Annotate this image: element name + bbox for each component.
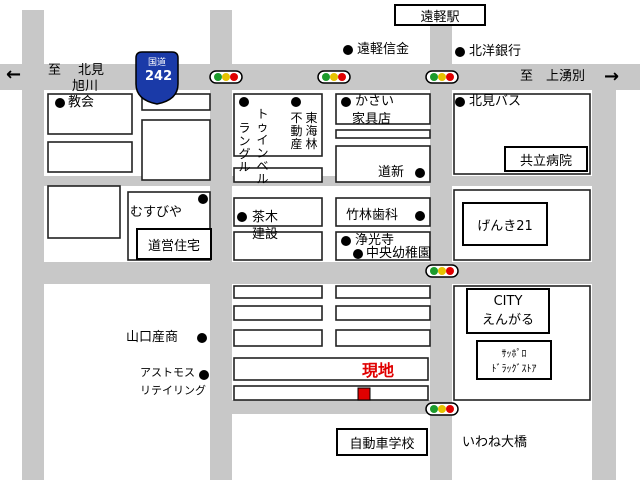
label-kyoritsu-hospital: 共立病院 [504, 146, 588, 172]
label-city-line1: CITY [493, 294, 523, 309]
route-number: 242 [145, 69, 173, 84]
block [47, 141, 133, 173]
marker-dot-icon [341, 97, 351, 107]
traffic-light-icon [317, 70, 351, 84]
direction-right-text: 上湧別 [546, 69, 586, 84]
label-chuo-kindergarten: 中央幼稚園 [366, 246, 432, 261]
block [233, 329, 323, 347]
direction-left-line2: 旭川 [72, 79, 99, 94]
marker-dot-icon [415, 211, 425, 221]
marker-dot-icon [198, 194, 208, 204]
label-twin-bell-2: ラングル [238, 121, 251, 174]
label-fudosan: 不動産 [290, 111, 303, 151]
block [335, 197, 431, 227]
label-musubiya: むすびや [130, 205, 183, 220]
block [233, 285, 323, 299]
label-sapporo-drug: ｻｯﾎﾟﾛ ﾄﾞﾗｯｸﾞｽﾄｱ [476, 340, 552, 380]
marker-dot-icon [353, 249, 363, 259]
current-site-marker [357, 387, 371, 401]
direction-left-line1: 北見 [78, 63, 105, 78]
marker-dot-icon [55, 98, 65, 108]
road-south [232, 400, 430, 414]
landmark-markers [55, 45, 465, 380]
block [335, 329, 431, 347]
arrow-left-icon: ← [6, 64, 22, 85]
road-station-avenue [430, 18, 452, 480]
block [335, 231, 431, 261]
label-current-site: 現地 [362, 361, 395, 380]
label-twin-bell: トゥインベル [256, 107, 269, 186]
label-dogakuen: 道営住宅 [136, 228, 212, 260]
label-kasai: かさい [355, 94, 395, 109]
traffic-light-icon [425, 402, 459, 416]
direction-left-prefix: 至 [48, 63, 62, 78]
label-sapporo-drug-1: ｻｯﾎﾟﾛ [501, 349, 527, 360]
block [233, 93, 323, 157]
block [233, 357, 429, 381]
marker-dot-icon [237, 212, 247, 222]
traffic-light-icon [209, 70, 243, 84]
marker-dot-icon [197, 333, 207, 343]
marker-dot-icon [455, 97, 465, 107]
road-middle [22, 262, 616, 284]
route-242-shield-icon [135, 51, 179, 105]
label-chaki-2: 建設 [252, 227, 279, 242]
marker-dot-icon [341, 236, 351, 246]
traffic-lights [209, 70, 459, 416]
label-doshin: 道新 [378, 165, 405, 180]
block [335, 145, 431, 183]
label-iwane-bridge: いわね大橋 [462, 435, 528, 450]
label-hokuyo-bank: 北洋銀行 [469, 44, 522, 59]
block [233, 385, 429, 401]
label-kasai-2: 家具店 [352, 112, 392, 127]
label-kitami-bus: 北見バス [469, 94, 522, 109]
traffic-light-icon [425, 70, 459, 84]
label-fudosan-east: 東海林 [305, 111, 318, 151]
label-city-engaru: CITY えんがる [466, 288, 550, 334]
arrow-right-icon: → [604, 66, 620, 87]
label-takebayashi: 竹林歯科 [346, 208, 399, 223]
marker-dot-icon [343, 45, 353, 55]
block [141, 119, 211, 181]
label-chaki: 茶木 [252, 210, 279, 225]
station-label: 遠軽駅 [394, 4, 486, 26]
route-shield-top-text: 国道 [148, 58, 167, 68]
label-engaru-shinkin: 遠軽信金 [357, 42, 410, 57]
label-genki21: げんき21 [462, 202, 548, 246]
block [233, 231, 323, 261]
label-jokoji: 浄光寺 [355, 233, 395, 248]
marker-dot-icon [199, 370, 209, 380]
block [335, 129, 431, 139]
marker-dot-icon [239, 97, 249, 107]
label-sapporo-drug-2: ﾄﾞﾗｯｸﾞｽﾄｱ [491, 364, 537, 375]
block [233, 167, 323, 183]
label-yamaguchi: 山口産商 [126, 330, 179, 345]
road-west [22, 10, 44, 480]
road-central [210, 10, 232, 480]
direction-right-prefix: 至 [520, 69, 534, 84]
block [233, 305, 323, 321]
marker-dot-icon [415, 168, 425, 178]
label-astmos-1: アストモス [140, 366, 195, 379]
marker-dot-icon [455, 47, 465, 57]
block [233, 197, 323, 227]
label-astmos-2: リテイリング [140, 384, 206, 397]
block [335, 305, 431, 321]
block [47, 185, 121, 239]
marker-dot-icon [291, 97, 301, 107]
block [335, 93, 431, 125]
label-city-line2: えんがる [481, 313, 534, 328]
block [335, 285, 431, 299]
traffic-light-icon [425, 264, 459, 278]
label-driving-school: 自動車学校 [336, 428, 428, 456]
label-church: 教会 [68, 95, 95, 110]
